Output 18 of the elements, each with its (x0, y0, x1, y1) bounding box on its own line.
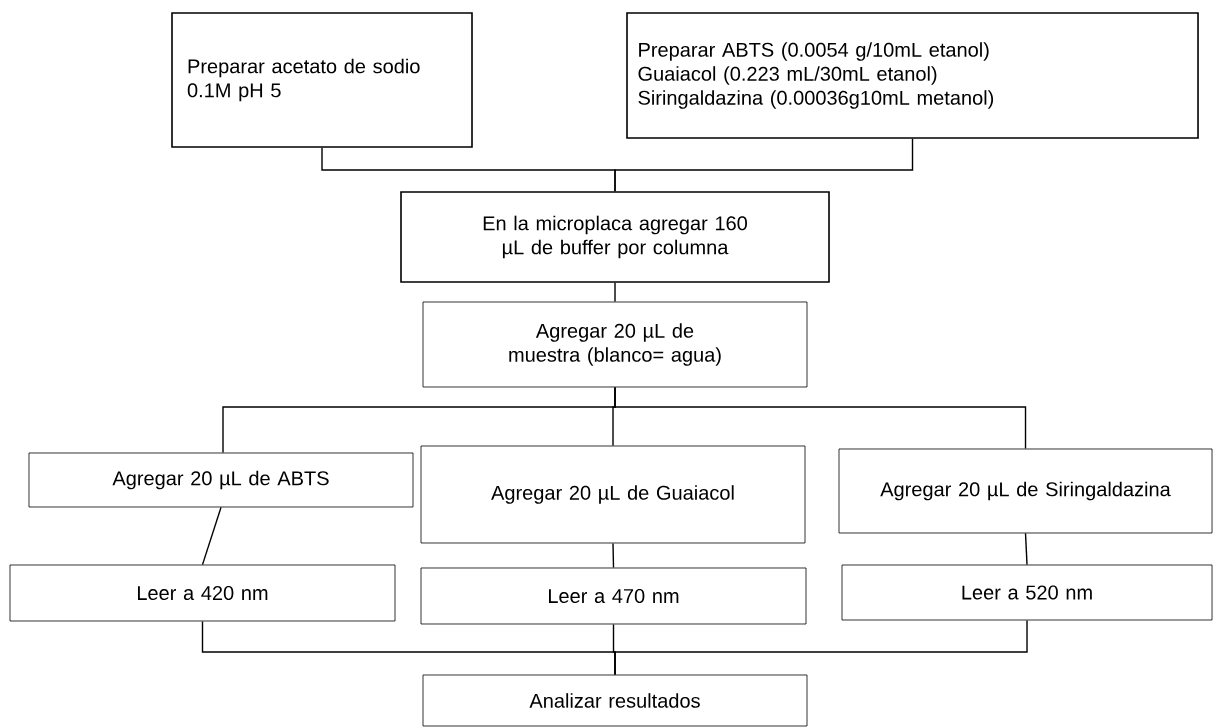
step-box: Leer a 470 nm (420, 567, 807, 625)
step-box: Agregar 20 µL de muestra (blanco= agua) (422, 301, 808, 388)
step-box: Agregar 20 µL de Siringaldazina (838, 448, 1213, 534)
step-box: Preparar ABTS (0.0054 g/10mL etanol) Guaiacol (0.223 mL/30mL etanol) Siringaldazina (0.00036g10mL metanol) (626, 12, 1199, 139)
step-box: En la microplaca agregar 160 µL de buffer por columna (400, 191, 830, 283)
connector-line (1024, 532, 1028, 566)
step-box: Agregar 20 µL de ABTS (28, 452, 414, 508)
connector-line (614, 138, 914, 192)
step-box: Analizar resultados (422, 674, 808, 727)
connector-line (614, 282, 616, 303)
connector-line (614, 386, 1027, 450)
connector-line (614, 619, 1028, 676)
connector-line (201, 506, 222, 566)
step-box: Preparar acetato de sodio 0.1M pH 5 (171, 12, 473, 148)
step-box: Leer a 520 nm (841, 564, 1213, 621)
step-box: Agregar 20 µL de Guaiacol (420, 445, 806, 544)
step-box: Leer a 420 nm (9, 564, 396, 622)
connector-line (612, 542, 615, 569)
